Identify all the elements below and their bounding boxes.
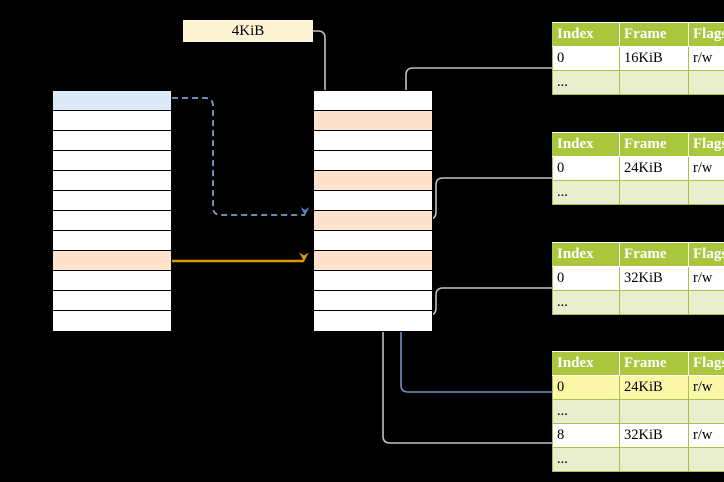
cell-index: ... [552,447,620,472]
physical-frame-row-1 [314,111,432,131]
cell-frame: 32KiB [619,266,689,291]
cell-flags: r/w [688,423,724,448]
cell-index: ... [552,70,620,95]
page-size-label: 4KiB [231,22,265,39]
cell-frame [619,70,689,95]
virtual-page-row-8 [53,251,171,271]
cell-index: ... [552,290,620,315]
cell-flags [688,70,724,95]
virtual-page-row-1 [53,111,171,131]
cell-frame: 24KiB [619,156,689,181]
virtual-address-space-column [52,90,172,332]
cell-flags: r/w [688,266,724,291]
virtual-page-row-3 [53,151,171,171]
table-row: ... [552,447,724,472]
physical-frame-row-11 [314,311,432,331]
virtual-page-row-11 [53,311,171,331]
column-header-flags: Flags [688,242,724,267]
column-header-index: Index [552,132,620,157]
table-row: ... [552,290,724,315]
column-header-flags: Flags [688,351,724,376]
physical-frame-row-4 [314,171,432,191]
physical-memory-column [313,90,433,332]
virtual-page-row-7 [53,231,171,251]
wire-table3-to-frame [424,287,552,316]
table-row: ... [552,180,724,205]
cell-frame [619,447,689,472]
physical-frame-row-6 [314,211,432,231]
virtual-page-row-6 [53,211,171,231]
cell-flags: r/w [688,375,724,400]
physical-frame-row-3 [314,151,432,171]
cell-flags [688,180,724,205]
cell-index: 0 [552,266,620,291]
cell-frame: 16KiB [619,46,689,71]
cell-frame [619,180,689,205]
page-size-badge: 4KiB [183,20,313,42]
virtual-page-row-2 [53,131,171,151]
column-header-frame: Frame [619,132,689,157]
column-header-index: Index [552,242,620,267]
column-header-frame: Frame [619,242,689,267]
wire-table2-to-frame [424,177,552,220]
cell-flags [688,447,724,472]
virtual-page-row-4 [53,171,171,191]
cell-flags: r/w [688,46,724,71]
cell-frame [619,399,689,424]
virtual-page-row-0 [53,91,171,111]
virtual-page-row-9 [53,271,171,291]
cell-index: 0 [552,156,620,181]
cell-frame: 24KiB [619,375,689,400]
table-row: ... [552,70,724,95]
cell-index: 8 [552,423,620,448]
physical-frame-row-0 [314,91,432,111]
column-header-index: Index [552,351,620,376]
physical-frame-row-10 [314,291,432,311]
cell-frame: 32KiB [619,423,689,448]
cell-index: ... [552,399,620,424]
column-header-flags: Flags [688,22,724,47]
virtual-page-row-5 [53,191,171,211]
cell-index: 0 [552,46,620,71]
physical-frame-row-5 [314,191,432,211]
column-header-frame: Frame [619,22,689,47]
cell-flags [688,399,724,424]
virtual-page-row-10 [53,291,171,311]
cell-frame [619,290,689,315]
physical-frame-row-8 [314,251,432,271]
column-header-frame: Frame [619,351,689,376]
physical-frame-row-9 [314,271,432,291]
wire-virtual-page-dashed [172,97,310,216]
cell-flags: r/w [688,156,724,181]
column-header-index: Index [552,22,620,47]
cell-flags [688,290,724,315]
cell-index: 0 [552,375,620,400]
table-row: ... [552,399,724,424]
column-header-flags: Flags [688,132,724,157]
physical-frame-row-7 [314,231,432,251]
physical-frame-row-2 [314,131,432,151]
cell-index: ... [552,180,620,205]
